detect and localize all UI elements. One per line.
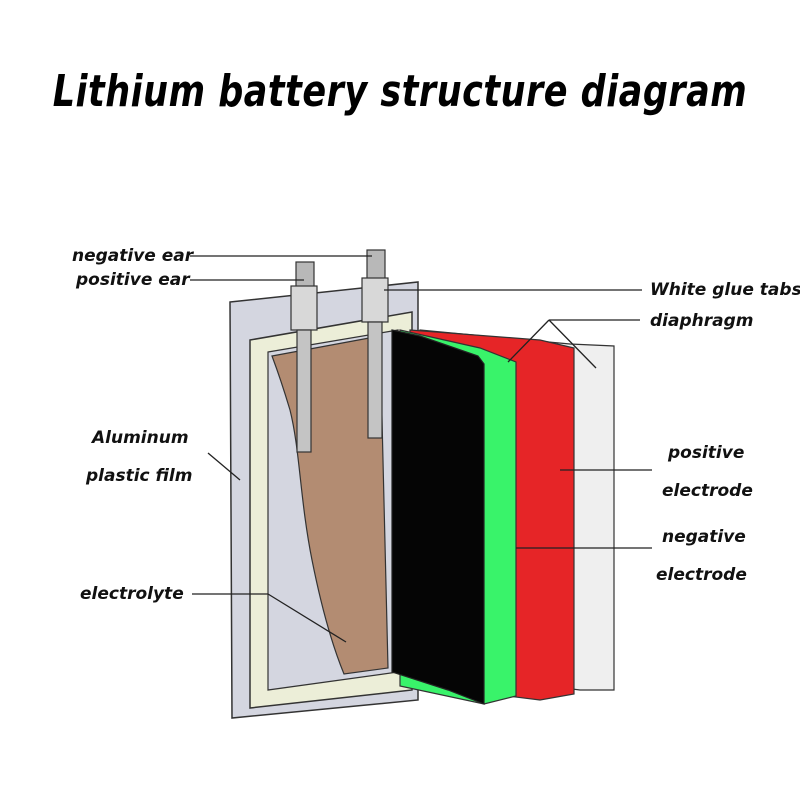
label-white-glue-tabs: White glue tabs	[650, 280, 800, 300]
positive-tab-upper	[295, 261, 315, 289]
label-diaphragm: diaphragm	[650, 311, 754, 331]
label-negative-electrode: electrode	[656, 565, 747, 585]
label-negative: negative	[662, 527, 746, 547]
positive-tab-glue	[290, 285, 318, 331]
label-plastic-film: plastic film	[86, 466, 193, 486]
leader-electrolyte-2	[267, 593, 347, 643]
negative-tab-lower	[367, 321, 383, 439]
label-positive-ear: positive ear	[76, 270, 190, 290]
label-aluminum: Aluminum	[92, 428, 189, 448]
leader-diaphragm-2	[507, 319, 550, 363]
label-electrolyte: electrolyte	[80, 584, 184, 604]
negative-tab-upper	[366, 249, 386, 281]
negative-tab-glue	[361, 277, 389, 323]
leader-aluminum	[207, 452, 241, 481]
label-positive: positive	[668, 443, 745, 463]
label-positive-electrode: electrode	[662, 481, 753, 501]
page-title: Lithium battery structure diagram	[52, 67, 748, 117]
leader-diaphragm-3	[548, 319, 597, 369]
black-negative-electrode-layer	[391, 329, 485, 705]
label-negative-ear: negative ear	[72, 246, 194, 266]
positive-tab-lower	[296, 329, 312, 453]
